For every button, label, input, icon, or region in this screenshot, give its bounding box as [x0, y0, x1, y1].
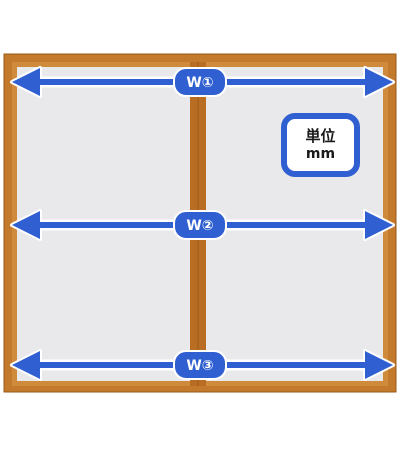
dimension-arrow-w1: W① [10, 66, 395, 98]
arrowhead-left [12, 351, 40, 379]
unit-label-value: mm [305, 145, 336, 162]
dimension-label-w1: W① [186, 75, 213, 91]
dimension-label-w2: W② [186, 218, 213, 234]
arrowhead-left [12, 211, 40, 239]
unit-label-title: 単位 [305, 126, 336, 145]
arrowhead-right [365, 211, 393, 239]
dimension-arrow-w3: W③ [10, 349, 395, 381]
arrowhead-right [365, 68, 393, 96]
dimension-arrow-w2: W② [10, 209, 395, 241]
unit-label-box: 単位 mm [281, 113, 360, 177]
arrowhead-left [12, 68, 40, 96]
dimension-label-w3: W③ [186, 358, 213, 374]
dimension-badge [173, 350, 227, 380]
dimension-badge [173, 67, 227, 97]
arrowhead-right [365, 351, 393, 379]
dimension-badge [173, 210, 227, 240]
